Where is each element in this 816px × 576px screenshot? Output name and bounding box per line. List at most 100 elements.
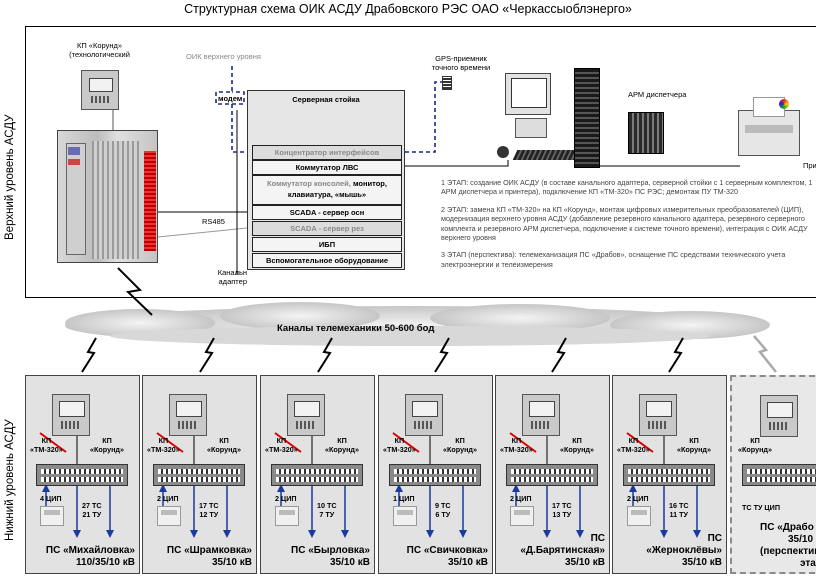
kp-tm320-label: КП «ТМ-320» bbox=[617, 436, 650, 454]
monitor-icon bbox=[505, 73, 551, 115]
substation-voltage: 35/10 кВ bbox=[681, 557, 722, 568]
substation-name: ПС «Бырловка»35/10 кВ bbox=[291, 545, 370, 569]
kp-tm320-label: КП «ТМ-320» bbox=[500, 436, 533, 454]
substation-voltage: 110/35/10 кВ bbox=[76, 557, 135, 568]
ts-count: 9 ТС bbox=[435, 501, 451, 510]
rs485-label: RS485 bbox=[202, 217, 225, 226]
meter-icon bbox=[40, 506, 64, 526]
kp-korund-label: КП «Корунд» bbox=[560, 436, 594, 454]
substation-title: ПС «Свичковка» bbox=[406, 545, 488, 556]
terminal-strip bbox=[506, 464, 598, 486]
substation-voltage: 35/10 кВ bbox=[564, 557, 605, 568]
server-rack-title: Серверная стойка bbox=[292, 95, 360, 104]
rack-console-switch-rest: монитор, клавиатура, «мышь» bbox=[287, 179, 387, 199]
future-note: (перспектива bbox=[760, 546, 816, 557]
ts-count: 17 ТС bbox=[552, 501, 572, 510]
future-terminal-strip bbox=[742, 464, 816, 486]
kp-korund-future-label: КП «Корунд» bbox=[738, 436, 772, 454]
modem-label: модем bbox=[218, 94, 243, 103]
tu-count: 11 ТУ bbox=[669, 510, 689, 519]
substation-name: ПС «Шрамковка»35/10 кВ bbox=[167, 545, 252, 569]
future-substation-name: ПС «Драбо 35/10 (перспектива эта bbox=[760, 522, 816, 570]
meter-icon bbox=[157, 506, 181, 526]
kp-korund-unit bbox=[169, 394, 207, 436]
mouse-icon bbox=[497, 146, 509, 158]
substation-title: ПС «Жерноклёвы» bbox=[646, 533, 722, 556]
meter-icon bbox=[627, 506, 651, 526]
substation-future: КП «Корунд» ТС ТУ ЦИП ПС «Драбо 35/10 (п… bbox=[730, 375, 816, 574]
stages-text: 1 ЭТАП: создание ОИК АСДУ (в составе кан… bbox=[441, 178, 816, 277]
diagram-title: Структурная схема ОИК АСДУ Драбовского Р… bbox=[184, 2, 632, 16]
kp-korund-unit bbox=[287, 394, 325, 436]
kp-korund-unit bbox=[52, 394, 90, 436]
future-name: ПС «Драбо bbox=[760, 522, 814, 533]
substation-wiring bbox=[509, 432, 584, 538]
tu-count: 21 ТУ bbox=[82, 510, 102, 519]
server-rack: Серверная стойка Концентратор интерфейсо… bbox=[247, 90, 405, 270]
kp-korund-tech-unit bbox=[81, 70, 119, 110]
gps-label: GPS-приемник точного времени bbox=[431, 54, 491, 72]
substation-name: ПС «Жерноклёвы»35/10 кВ bbox=[646, 533, 722, 569]
kp-tm320-label: КП «ТМ-320» bbox=[383, 436, 416, 454]
channels-label: Каналы телемеханики 50-600 бод bbox=[277, 323, 435, 334]
substation-wiring bbox=[156, 432, 231, 538]
kp-korund-label: КП «Корунд» bbox=[90, 436, 124, 454]
substation-title: ПС «Д.Барятинская» bbox=[520, 533, 605, 556]
terminal-strip bbox=[153, 464, 245, 486]
rack-auxiliary: Вспомогательное оборудование bbox=[252, 253, 402, 268]
rack-scada-main: SCADA - сервер осн bbox=[252, 205, 402, 220]
substation-wiring bbox=[392, 432, 467, 538]
substation-name: ПС «Михайловка»110/35/10 кВ bbox=[46, 545, 135, 569]
kp-korund-label: КП «Корунд» bbox=[677, 436, 711, 454]
kp-korund-label: КП «Корунд» bbox=[443, 436, 477, 454]
ts-count: 17 ТС bbox=[199, 501, 219, 510]
tu-count: 12 ТУ bbox=[199, 510, 219, 519]
gps-antenna-icon bbox=[442, 76, 452, 90]
system-unit-icon bbox=[574, 68, 600, 168]
substation-voltage: 35/10 кВ bbox=[329, 557, 370, 568]
rack-ups: ИБП bbox=[252, 237, 402, 252]
substation-name: ПС «Свичковка»35/10 кВ bbox=[407, 545, 488, 569]
cip-count: 2 ЦИП bbox=[627, 494, 649, 503]
kp-korund-label: КП «Корунд» bbox=[325, 436, 359, 454]
oik-upper-label: ОИК верхнего уровня bbox=[186, 52, 261, 61]
channel-adapter-cabinet bbox=[57, 130, 158, 263]
terminal-strip bbox=[389, 464, 481, 486]
future-tail: эта bbox=[800, 558, 816, 569]
kp-korund-unit bbox=[405, 394, 443, 436]
cip-count: 1 ЦИП bbox=[393, 494, 415, 503]
substation-voltage: 35/10 кВ bbox=[211, 557, 252, 568]
terminal-strip bbox=[36, 464, 128, 486]
substation-name: ПС «Д.Барятинская»35/10 кВ bbox=[520, 533, 605, 569]
meter-icon bbox=[275, 506, 299, 526]
printer-label: При bbox=[803, 161, 816, 170]
tu-count: 7 ТУ bbox=[319, 510, 335, 519]
ts-count: 16 ТС bbox=[669, 501, 689, 510]
cip-count: 4 ЦИП bbox=[40, 494, 62, 503]
terminal-strip bbox=[623, 464, 715, 486]
substation-wiring bbox=[39, 432, 114, 538]
rack-scada-reserve: SCADA - сервер рез bbox=[252, 221, 402, 236]
future-voltage: 35/10 bbox=[788, 534, 814, 545]
substation-wiring bbox=[274, 432, 349, 538]
substation-title: ПС «Бырловка» bbox=[291, 545, 370, 556]
substation-voltage: 35/10 кВ bbox=[447, 557, 488, 568]
stage-1: 1 ЭТАП: создание ОИК АСДУ (в составе кан… bbox=[441, 178, 813, 197]
rack-console-switch: Коммутатор консолей, монитор, клавиатура… bbox=[252, 175, 402, 205]
channel-adapter-label: Канальн адаптер bbox=[217, 268, 247, 286]
kp-tm320-label: КП «ТМ-320» bbox=[265, 436, 298, 454]
ts-count: 10 ТС bbox=[317, 501, 337, 510]
arm-label: АРМ диспетчера bbox=[628, 90, 687, 99]
stage-3: 3 ЭТАП (перспектива): телемеханизация ПС… bbox=[441, 250, 786, 269]
rack-lan-switch: Коммутатор ЛВС bbox=[252, 160, 402, 175]
rack-interface-concentrator: Концентратор интерфейсов bbox=[252, 145, 402, 160]
cip-count: 2 ЦИП bbox=[275, 494, 297, 503]
